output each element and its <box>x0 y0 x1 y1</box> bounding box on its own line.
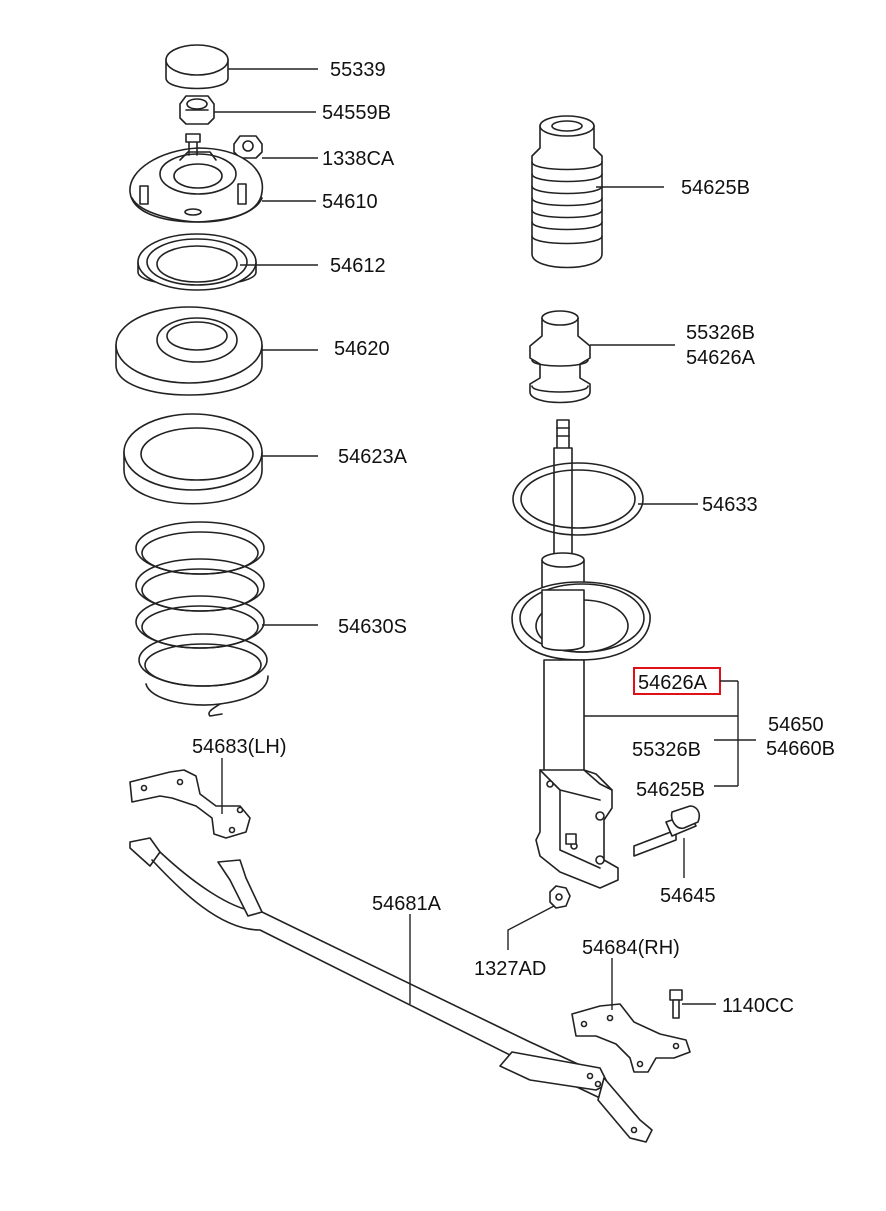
label-1338CA[interactable]: 1338CA <box>322 148 395 170</box>
label-54610[interactable]: 54610 <box>322 191 378 213</box>
label-54626A-highlighted[interactable]: 54626A <box>638 672 708 694</box>
label-54681A[interactable]: 54681A <box>372 893 442 915</box>
part-54625B-dust-boot <box>531 115 603 269</box>
label-55326B-group[interactable]: 55326B <box>632 739 701 761</box>
label-54633[interactable]: 54633 <box>702 494 758 516</box>
part-54612-bearing <box>137 233 257 291</box>
part-54610-strut-mount <box>129 133 264 223</box>
label-54626A-top[interactable]: 54626A <box>686 347 756 369</box>
label-54625B-top[interactable]: 54625B <box>681 177 750 199</box>
label-54612[interactable]: 54612 <box>330 255 386 277</box>
part-54559B-nut <box>179 95 215 125</box>
label-54625B-group[interactable]: 54625B <box>636 779 705 801</box>
label-1140CC[interactable]: 1140CC <box>722 995 794 1017</box>
label-54683[interactable]: 54683(LH) <box>192 736 287 758</box>
label-54645[interactable]: 54645 <box>660 885 716 907</box>
label-54660B[interactable]: 54660B <box>766 738 835 760</box>
label-54620[interactable]: 54620 <box>334 338 390 360</box>
part-54684-bracket-rh <box>571 1003 691 1073</box>
leader-1327AD <box>507 905 555 950</box>
label-1327AD[interactable]: 1327AD <box>474 958 546 980</box>
part-54650-strut <box>511 419 651 889</box>
part-54630S-coil-spring <box>135 521 269 717</box>
part-54623A-lower-pad <box>123 413 263 505</box>
label-55339[interactable]: 55339 <box>330 59 386 81</box>
part-54683-bracket-lh <box>129 769 251 839</box>
part-1338CA-nut <box>233 135 263 159</box>
part-55339-cap <box>165 44 229 90</box>
label-55326B-top[interactable]: 55326B <box>686 322 755 344</box>
part-54645-bolt <box>633 805 701 857</box>
part-1140CC-bolt <box>669 989 683 1019</box>
label-54559B[interactable]: 54559B <box>322 102 391 124</box>
part-54620-upper-pad <box>115 306 263 396</box>
part-54681A-crossmember <box>129 837 653 1143</box>
label-54684[interactable]: 54684(RH) <box>582 937 680 959</box>
part-55326B-bump-stopper <box>529 310 591 404</box>
label-54623A[interactable]: 54623A <box>338 446 408 468</box>
label-54630S[interactable]: 54630S <box>338 616 407 638</box>
part-1327AD-nut <box>549 885 571 909</box>
label-54650[interactable]: 54650 <box>768 714 824 736</box>
